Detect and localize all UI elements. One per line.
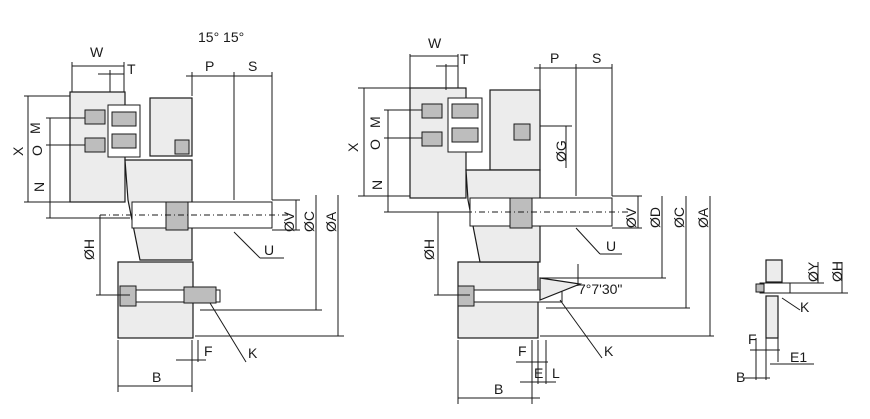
detail-dim-y: ØY — [805, 261, 821, 282]
title-angles: 15° 15° — [198, 29, 244, 45]
dim-n: N — [31, 182, 47, 192]
mid-dim-v: ØV — [623, 207, 639, 228]
shaft-nut — [509, 197, 533, 229]
taper-angle: 7°7'30" — [578, 281, 622, 297]
jaw-bolt — [451, 127, 479, 143]
mid-dim-o: O — [367, 139, 383, 150]
mid-dim-m: M — [367, 116, 383, 128]
dim-t: T — [127, 61, 136, 77]
shaft-nut — [165, 201, 189, 231]
dim-u: U — [264, 242, 274, 258]
dim-x: X — [10, 146, 26, 156]
detail-lower-part — [765, 295, 779, 339]
mid-dim-p: P — [550, 50, 559, 66]
bolt-head — [84, 109, 106, 125]
detail-view: ØY ØH K F E1 B — [736, 259, 848, 385]
mid-dim-d: ØD — [647, 207, 663, 228]
mid-dim-h: ØH — [421, 239, 437, 260]
mid-dim-n: N — [369, 180, 385, 190]
left-chuck-view: 15° 15° W T P S — [10, 29, 344, 392]
dim-b: B — [152, 369, 161, 385]
dim-w: W — [90, 44, 104, 60]
detail-dim-f: F — [748, 331, 757, 347]
mid-dim-c: ØC — [671, 207, 687, 228]
mid-dim-e: E — [534, 365, 543, 381]
taper-wedge — [539, 277, 583, 301]
lower-bolt-head — [119, 285, 137, 307]
detail-dim-h: ØH — [829, 261, 845, 282]
dim-h: ØH — [81, 239, 97, 260]
dim-o: O — [29, 145, 45, 156]
dim-f: F — [204, 343, 213, 359]
small-bolt — [174, 139, 190, 155]
detail-dim-e1: E1 — [790, 349, 807, 365]
bolt-head — [84, 137, 106, 153]
jaw-bolt — [111, 133, 137, 149]
detail-bolt-head — [755, 283, 765, 293]
dim-m: M — [27, 122, 43, 134]
mid-dim-a: ØA — [695, 207, 711, 228]
detail-upper-part — [765, 259, 783, 283]
dim-a: ØA — [323, 211, 339, 232]
mid-dim-u: U — [606, 238, 616, 254]
lower-bolt-nut — [183, 286, 217, 304]
mid-dim-t: T — [460, 51, 469, 67]
jaw-bolt — [451, 103, 479, 119]
middle-chuck-view: W T P S X M O N ØG ØH ØV Ø — [345, 35, 714, 404]
dim-k: K — [248, 345, 258, 361]
mid-dim-k: K — [604, 343, 614, 359]
mid-dim-l: L — [552, 365, 560, 381]
dim-v: ØV — [281, 211, 297, 232]
mid-dim-f: F — [518, 343, 527, 359]
mid-dim-g: ØG — [553, 140, 569, 162]
detail-dim-k: K — [800, 299, 810, 315]
dim-c: ØC — [301, 211, 317, 232]
mid-dim-x: X — [345, 142, 361, 152]
jaw-bolt — [111, 111, 137, 127]
lower-bolt-head — [457, 285, 475, 307]
mid-dim-b: B — [494, 381, 503, 397]
small-bolt — [513, 123, 531, 141]
detail-dim-b: B — [736, 369, 745, 385]
dim-s: S — [248, 58, 257, 74]
bolt-head — [421, 103, 443, 119]
bolt-head — [421, 131, 443, 147]
mid-dim-s: S — [592, 50, 601, 66]
dim-p: P — [205, 58, 214, 74]
mid-dim-w: W — [428, 35, 442, 51]
